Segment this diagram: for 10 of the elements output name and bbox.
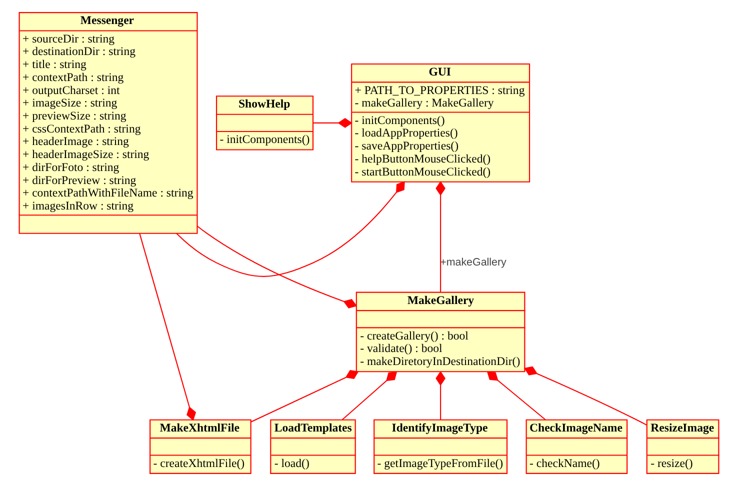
connector [523, 366, 646, 426]
connector [196, 226, 357, 308]
connector [486, 371, 546, 420]
connector [138, 233, 196, 421]
connector [435, 180, 445, 292]
connector [312, 118, 352, 128]
connector [435, 371, 445, 420]
connector [176, 181, 404, 277]
connector [250, 370, 358, 422]
connector [341, 371, 397, 420]
